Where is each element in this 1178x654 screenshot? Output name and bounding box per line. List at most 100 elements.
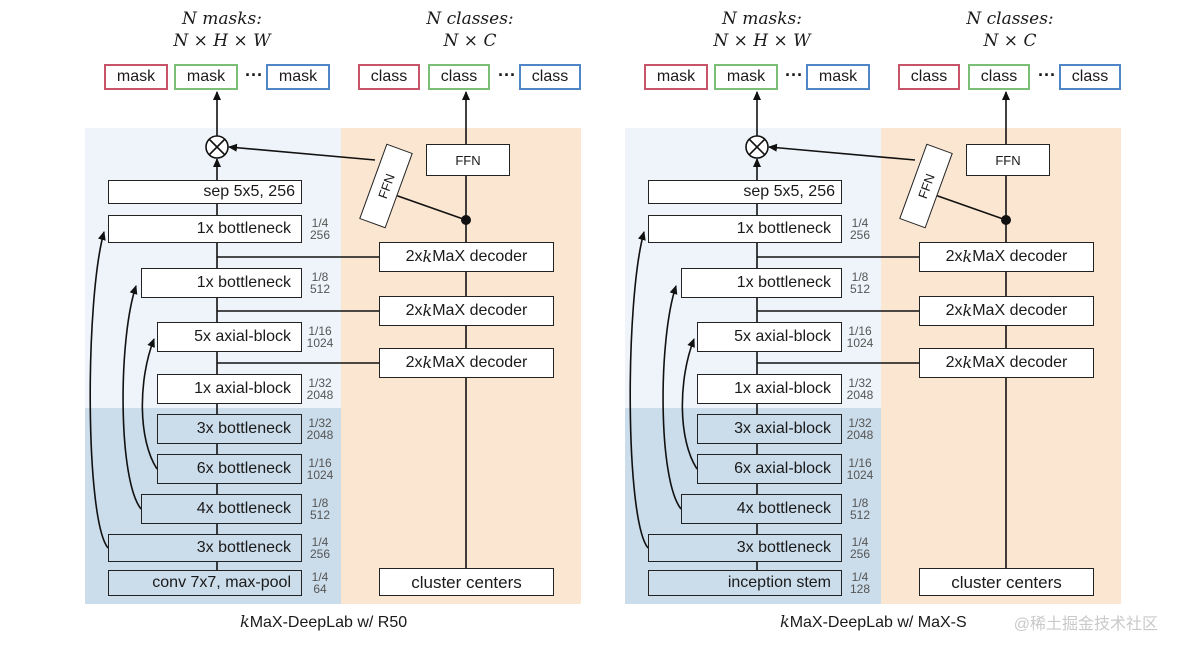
stage-scale: 1/32	[848, 376, 872, 390]
pixel-stage-box: 6x axial-block	[697, 454, 842, 484]
masks-title: N masks:	[721, 9, 802, 29]
stage-channels: 1024	[846, 468, 874, 482]
stage-scale: 1/8	[311, 496, 329, 510]
stage-scale: 1/4	[851, 535, 869, 549]
stage-scale: 1/16	[848, 324, 872, 338]
stage-channels: 128	[849, 582, 871, 596]
stage-scale: 1/8	[311, 270, 329, 284]
stage-scale: 1/32	[308, 416, 332, 430]
pixel-stage-box: 1x axial-block	[157, 374, 302, 404]
stage-scale: 1/8	[851, 496, 869, 510]
skip-connection-1-16	[681, 338, 698, 470]
ffn-to-multiply-arrow	[228, 143, 376, 161]
mask-output-box: mask	[806, 64, 870, 90]
ffn-box: FFN	[966, 144, 1050, 176]
dot-to-ffn-line	[934, 194, 1007, 221]
pixel-stage-box: 1x bottleneck	[141, 268, 302, 298]
stage-scale: 1/16	[308, 324, 332, 338]
cluster-centers-box: cluster centers	[379, 568, 554, 596]
pixel-stage-box: 3x bottleneck	[648, 534, 842, 562]
stage-scale: 1/4	[851, 216, 869, 230]
classes-shape: N × C	[983, 31, 1037, 51]
pixel-stage-box: 5x axial-block	[697, 322, 842, 352]
stage-scale: 1/16	[848, 456, 872, 470]
stage-scale: 1/8	[851, 270, 869, 284]
stage-channels: 256	[849, 228, 871, 242]
pixel-stage-box: 6x bottleneck	[157, 454, 302, 484]
multiply-x-stroke	[208, 138, 226, 156]
class-output-box: class	[428, 64, 490, 90]
cluster-centers-box: cluster centers	[919, 568, 1094, 596]
ffn-box: FFN	[426, 144, 510, 176]
mask-output-box: mask	[174, 64, 238, 90]
stage-channels: 256	[849, 547, 871, 561]
stage-channels: 2048	[306, 428, 334, 442]
classes-header: N classes:N × C	[400, 8, 540, 52]
class-output-box: class	[968, 64, 1030, 90]
pixel-stage-box: 4x bottleneck	[141, 494, 302, 524]
mask-ellipsis: ···	[245, 65, 263, 85]
sep-conv-box: sep 5x5, 256	[108, 180, 302, 204]
stage-scale: 1/4	[311, 535, 329, 549]
class-output-box: class	[898, 64, 960, 90]
class-ellipsis: ···	[1038, 65, 1056, 85]
mask-output-box: mask	[104, 64, 168, 90]
class-output-box: class	[519, 64, 581, 90]
pixel-stage-box: 4x bottleneck	[681, 494, 842, 524]
mask-output-box: mask	[644, 64, 708, 90]
stage-scale: 1/16	[308, 456, 332, 470]
stage-scale: 1/4	[311, 216, 329, 230]
classes-title: N classes:	[426, 9, 514, 29]
ffn-to-multiply-arrow	[768, 143, 916, 161]
skip-connection-1-8	[122, 285, 142, 510]
stage-channels: 2048	[306, 388, 334, 402]
mask-output-box: mask	[714, 64, 778, 90]
watermark: @稀土掘金技术社区	[1013, 616, 1158, 633]
pixel-stage-box: 1x bottleneck	[108, 215, 302, 243]
panel-caption: kMaX-DeepLab w/ R50	[240, 612, 408, 631]
masks-title: N masks:	[181, 9, 262, 29]
class-ellipsis: ···	[498, 65, 516, 85]
sep-conv-box: sep 5x5, 256	[648, 180, 842, 204]
classes-title: N classes:	[966, 9, 1054, 29]
skip-connection-1-16	[141, 338, 158, 470]
stage-channels: 1024	[306, 468, 334, 482]
mask-ellipsis: ···	[785, 65, 803, 85]
stage-channels: 256	[309, 228, 331, 242]
skip-connection-1-8	[662, 285, 682, 510]
pixel-stage-box: 3x axial-block	[697, 414, 842, 444]
class-output-box: class	[358, 64, 420, 90]
stage-channels: 64	[313, 582, 327, 596]
mask-output-box: mask	[266, 64, 330, 90]
masks-shape: N × H × W	[173, 31, 271, 51]
stage-channels: 512	[309, 508, 331, 522]
pixel-stage-box: conv 7x7, max-pool	[108, 570, 302, 596]
pixel-stage-box: 1x bottleneck	[648, 215, 842, 243]
stage-channels: 1024	[846, 336, 874, 350]
stage-channels: 256	[309, 547, 331, 561]
stage-channels: 2048	[846, 388, 874, 402]
panel-caption: kMaX-DeepLab w/ MaX-S	[780, 612, 967, 631]
stage-channels: 512	[849, 282, 871, 296]
pixel-stage-box: 1x bottleneck	[681, 268, 842, 298]
stage-scale: 1/32	[308, 376, 332, 390]
stage-scale: 1/4	[851, 570, 869, 584]
stage-channels: 512	[849, 508, 871, 522]
dot-to-ffn-line	[394, 194, 467, 221]
class-output-box: class	[1059, 64, 1121, 90]
pixel-stage-box: 5x axial-block	[157, 322, 302, 352]
